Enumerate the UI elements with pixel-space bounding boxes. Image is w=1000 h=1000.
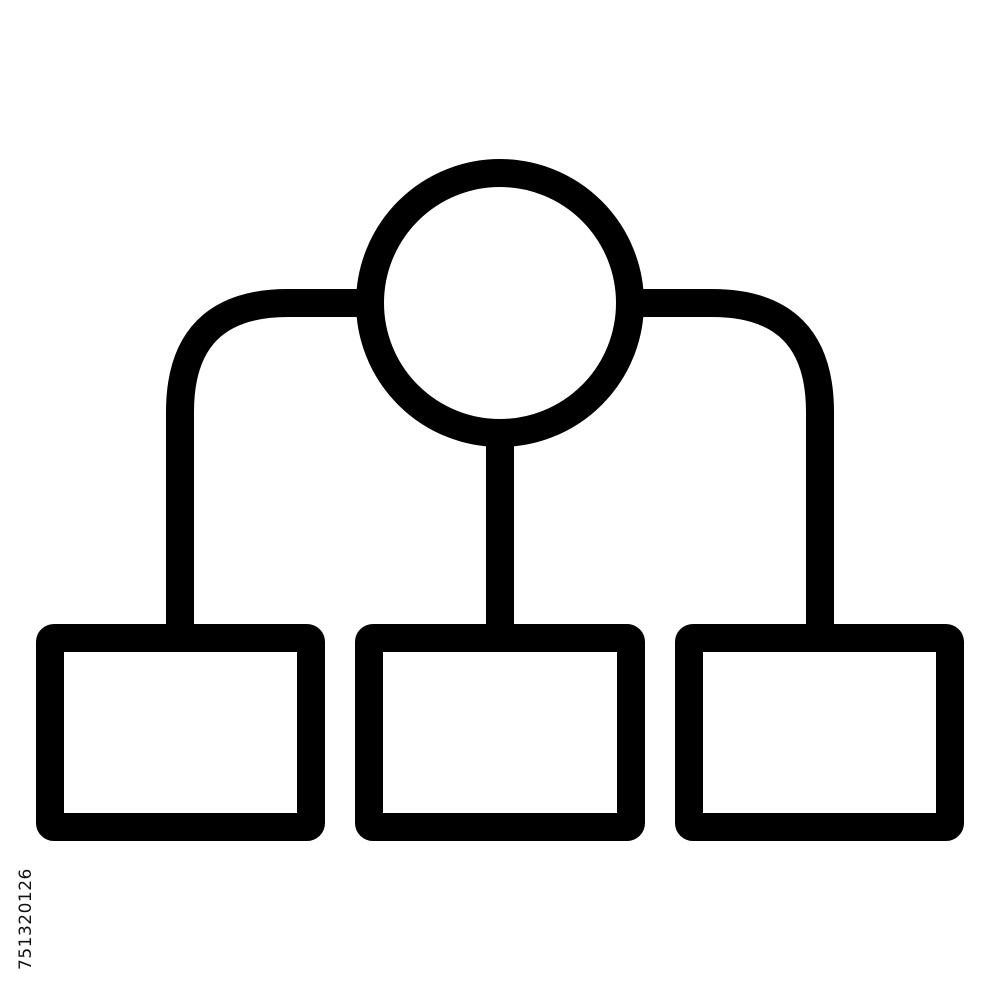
root-node-circle <box>356 159 644 447</box>
stock-id-label: 751320126 <box>16 868 36 970</box>
right-child-box <box>675 624 964 841</box>
left-child-box <box>36 624 325 841</box>
middle-child-box <box>355 624 645 841</box>
left-connector-line <box>166 289 370 625</box>
right-connector-line <box>630 289 834 625</box>
